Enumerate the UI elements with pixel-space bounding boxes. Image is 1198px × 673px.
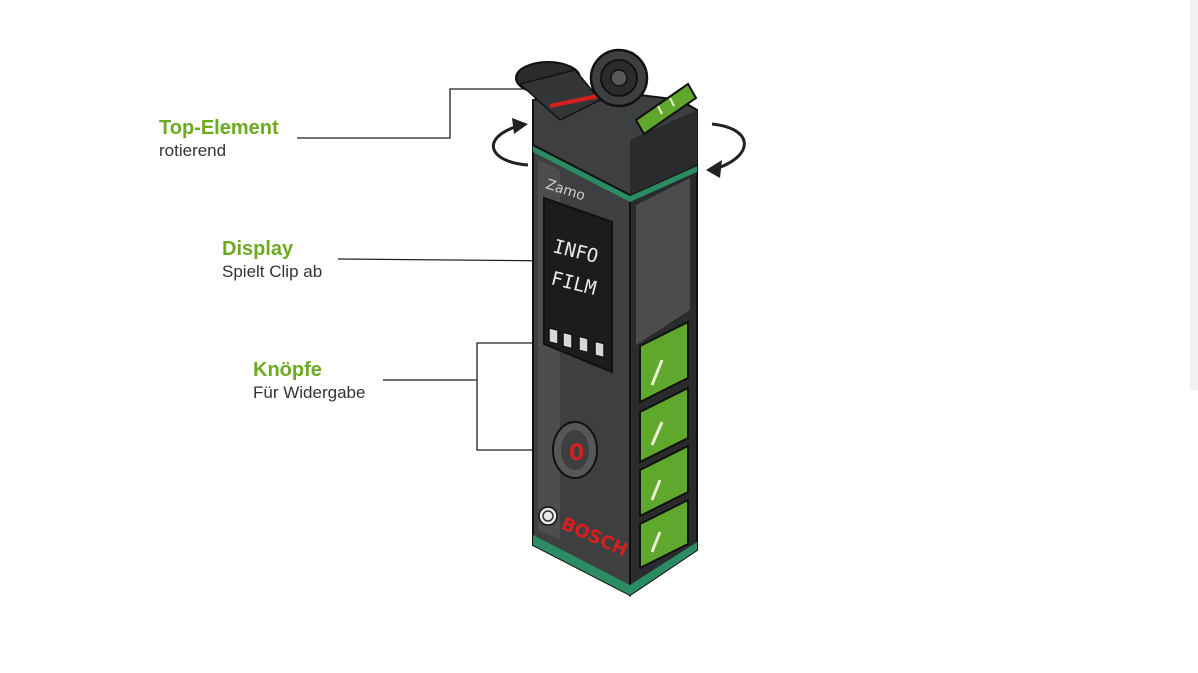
playback-button-1[interactable] — [548, 326, 559, 346]
playback-button-2[interactable] — [562, 331, 573, 350]
side-compartments — [639, 320, 689, 570]
top-element — [515, 48, 698, 197]
playback-button-3[interactable] — [578, 335, 589, 354]
callout-display-subtitle: Spielt Clip ab — [222, 262, 323, 281]
playback-button-4[interactable] — [594, 340, 605, 359]
leader-line-top-element — [297, 88, 528, 139]
rotation-arrow-left-icon — [491, 118, 529, 167]
callout-top-element-subtitle: rotierend — [159, 141, 227, 160]
callout-top-element-title: Top-Element — [159, 117, 279, 139]
lens-icon — [589, 48, 649, 108]
leader-line-buttons — [383, 342, 552, 381]
page-scrollbar[interactable] — [1190, 0, 1198, 390]
bubble-level-icon — [634, 82, 698, 136]
round-readout: 0 — [552, 421, 598, 479]
callout-buttons: Knöpfe Für Widergabe — [253, 358, 365, 404]
callout-buttons-title: Knöpfe — [253, 359, 322, 381]
playback-buttons — [548, 326, 605, 359]
callout-display: Display Spielt Clip ab — [222, 237, 322, 283]
device-display: INFO FILM — [543, 196, 613, 374]
bosch-logo-icon — [538, 506, 558, 526]
leader-line-display — [337, 258, 567, 262]
callout-top-element: Top-Element rotierend — [159, 116, 279, 162]
rotation-arrow-right-icon — [706, 122, 746, 178]
callout-buttons-subtitle: Für Widergabe — [253, 383, 366, 402]
readout-value: 0 — [569, 441, 584, 466]
callout-display-title: Display — [222, 238, 294, 260]
